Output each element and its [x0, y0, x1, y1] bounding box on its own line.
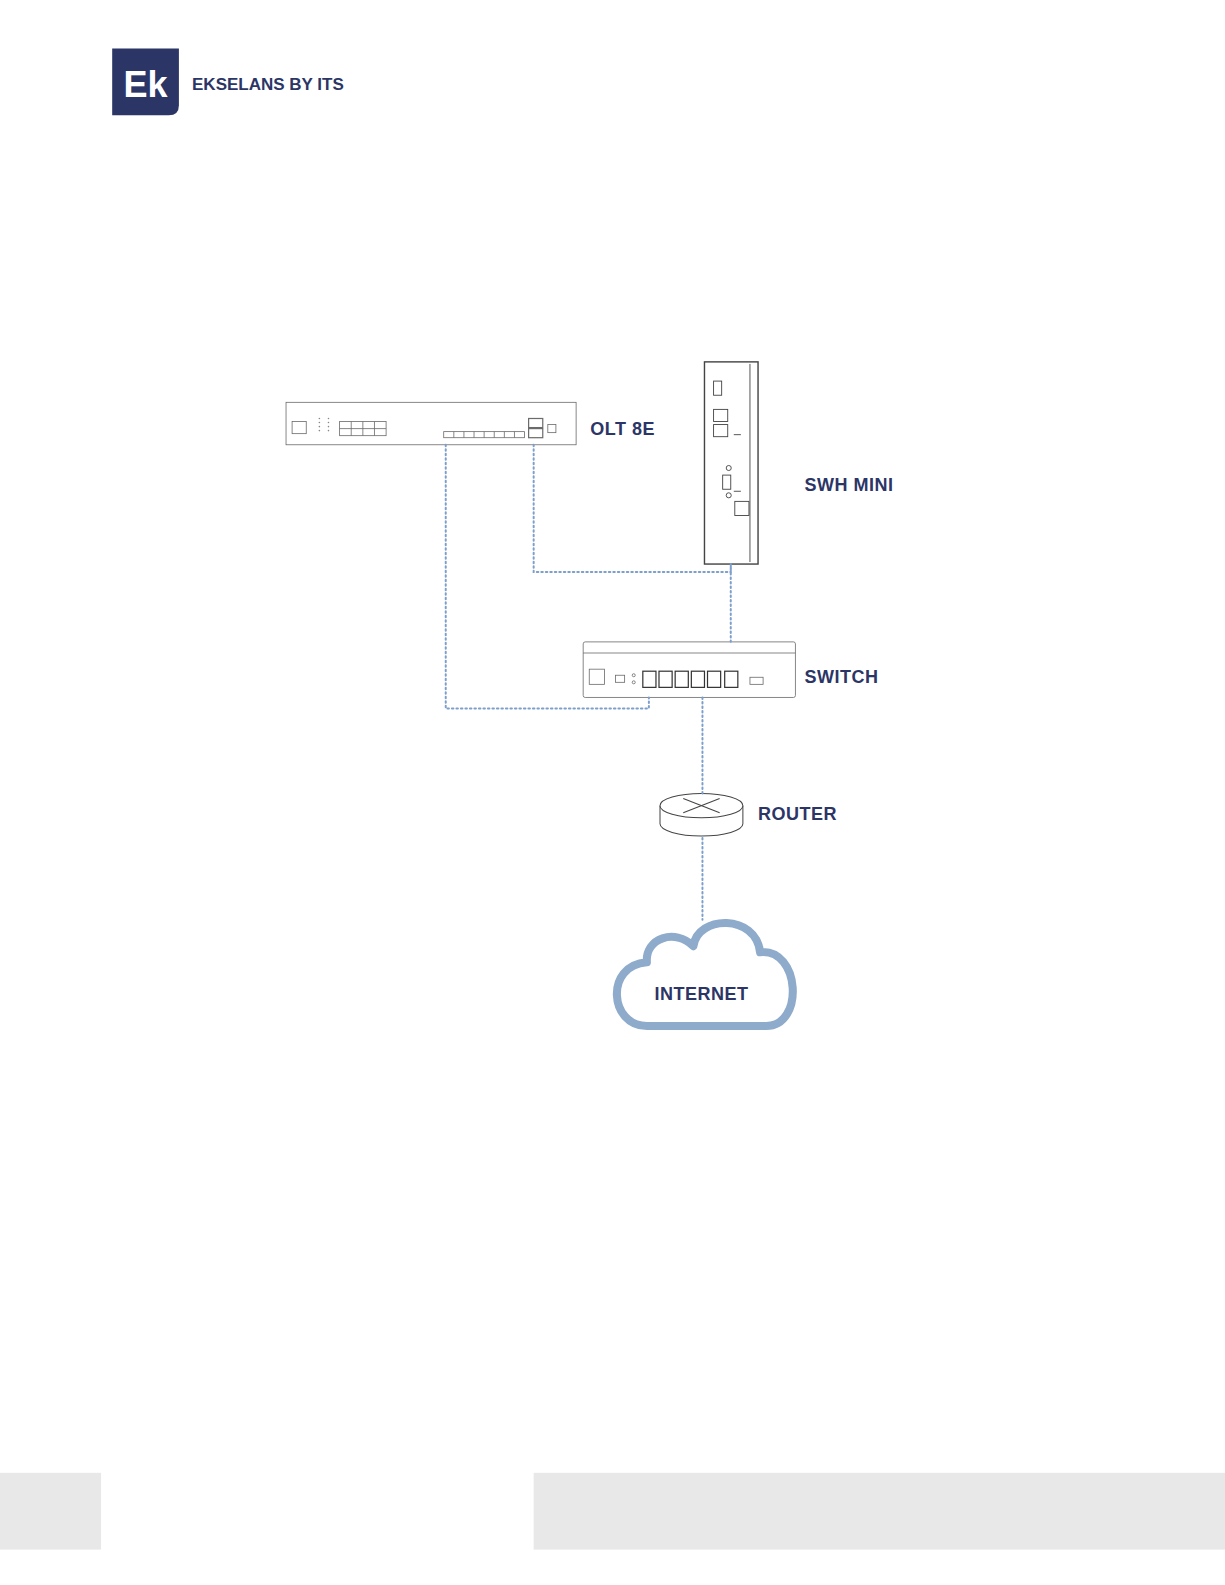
drawing-part — [704, 362, 758, 564]
drawing-part — [286, 402, 576, 444]
logo-letters: Ek — [124, 67, 168, 103]
swh-mini-device — [704, 362, 758, 564]
drawing-part — [514, 432, 515, 438]
dotted-connector — [534, 445, 731, 572]
drawing-part — [444, 432, 525, 438]
drawing-part — [691, 671, 704, 687]
drawing-part — [474, 432, 475, 438]
drawing-part — [328, 418, 330, 420]
drawing-part — [723, 475, 731, 489]
device-label: ROUTER — [758, 805, 837, 823]
drawing-part — [749, 364, 750, 562]
drawing-part — [659, 671, 672, 687]
brand-name: EKSELANS BY ITS — [192, 76, 344, 93]
drawing-part — [319, 426, 321, 428]
drawing-part — [617, 923, 793, 1026]
switch-device — [583, 642, 795, 698]
drawing-part — [725, 671, 738, 687]
drawing-part — [675, 671, 688, 687]
drawing-part — [632, 681, 635, 684]
drawing-part — [319, 422, 321, 424]
drawing-part — [463, 432, 464, 438]
drawing-part — [583, 653, 795, 654]
cloud-node: INTERNET — [611, 920, 793, 1031]
drawing-part — [714, 409, 728, 421]
drawing-part — [529, 418, 543, 427]
drawing-part — [683, 799, 719, 813]
drawing-part — [734, 434, 741, 435]
drawing-part — [374, 422, 375, 436]
dotted-connector — [730, 564, 732, 642]
drawing-part — [734, 491, 741, 492]
drawing-part — [683, 799, 719, 813]
drawing-part — [643, 671, 656, 687]
drawing-part — [112, 49, 179, 116]
switch-device: SWITCH — [583, 642, 795, 698]
footer-bars — [0, 1473, 1225, 1550]
dotted-connector — [446, 445, 649, 709]
drawing-part — [484, 432, 485, 438]
olt-device: OLT 8E — [286, 402, 576, 444]
drawing-part — [328, 422, 330, 424]
drawing-part — [292, 422, 306, 434]
cloud-label: INTERNET — [654, 985, 748, 1003]
drawing-part — [660, 794, 743, 818]
drawing-part — [548, 425, 556, 433]
internet-cloud — [617, 923, 793, 1026]
drawing-part — [708, 671, 721, 687]
drawing-part — [534, 1473, 1225, 1550]
olt-device — [286, 402, 576, 444]
drawing-part — [726, 493, 731, 498]
device-label: OLT 8E — [590, 420, 655, 438]
dotted-connector — [701, 838, 703, 920]
device-label: SWH MINI — [805, 476, 894, 494]
drawing-part — [319, 430, 321, 432]
drawing-part — [340, 422, 386, 436]
drawing-part — [714, 381, 722, 395]
drawing-part — [494, 432, 495, 438]
drawing-part — [643, 671, 738, 687]
router-device: ROUTER — [660, 793, 743, 837]
device-label: SWITCH — [805, 668, 879, 686]
hub-device: SWH MINI — [704, 362, 758, 564]
drawing-part — [328, 426, 330, 428]
dotted-connector — [701, 697, 703, 793]
drawing-part — [328, 430, 330, 432]
logo-mark — [112, 49, 179, 116]
router-icon — [660, 794, 743, 836]
drawing-part — [453, 432, 454, 438]
drawing-part — [362, 422, 363, 436]
drawing-part — [616, 675, 625, 682]
drawing-part — [529, 429, 543, 438]
drawing-part — [319, 418, 330, 432]
drawing-part — [351, 422, 352, 436]
drawing-part — [750, 677, 763, 684]
drawing-part — [714, 425, 728, 437]
drawing-part — [589, 669, 604, 684]
drawing-part — [583, 642, 795, 698]
drawing-part — [0, 1473, 101, 1550]
drawing-part — [504, 432, 505, 438]
drawing-part — [735, 501, 749, 515]
drawing-part — [319, 418, 321, 420]
drawing-part — [632, 674, 635, 677]
drawing-part — [726, 465, 731, 470]
